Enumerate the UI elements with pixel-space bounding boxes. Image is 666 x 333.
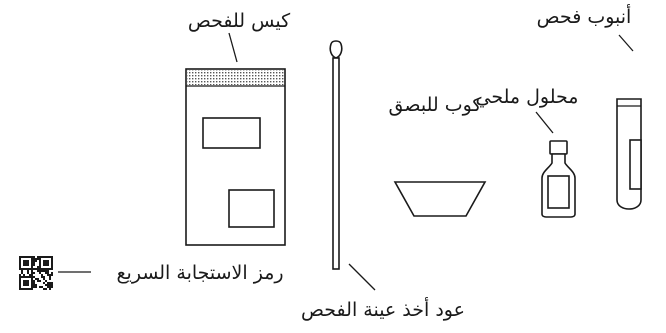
- saline-label: محلول ملحي: [476, 86, 579, 108]
- sample-bag: [185, 68, 286, 246]
- tube-leader-line: [618, 34, 634, 52]
- swab-leader-line: [348, 263, 376, 291]
- swab-label: عود أخذ عينة الفحص: [301, 297, 465, 321]
- qr-code-icon: [19, 256, 53, 290]
- saline-leader-line: [535, 111, 554, 134]
- bag-label: كيس للفحص: [188, 10, 291, 32]
- saline-vial: [541, 140, 576, 218]
- test-tube: [616, 98, 642, 210]
- qr-label: رمز الاستجابة السريع: [116, 262, 283, 284]
- spit-cup: [393, 181, 487, 217]
- bag-leader-line: [228, 32, 238, 63]
- cup-label: كوب للبصق: [389, 94, 483, 116]
- swab-stick: [329, 40, 343, 270]
- tube-label: أنبوب فحص: [537, 4, 632, 28]
